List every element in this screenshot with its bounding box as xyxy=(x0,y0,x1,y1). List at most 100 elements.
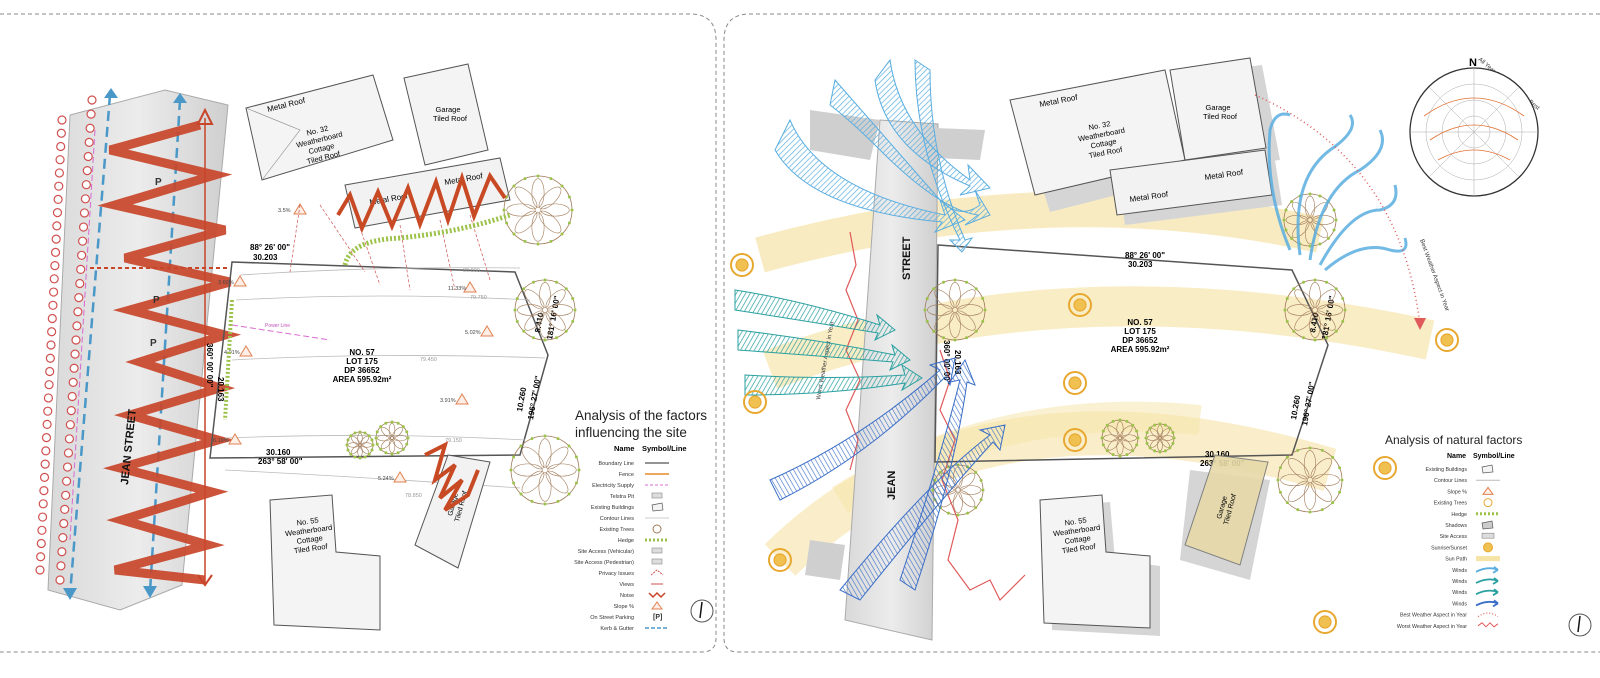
noise-circle xyxy=(69,363,79,373)
kerb-gutter-line-east xyxy=(148,99,182,593)
lot-number: NO. 57 xyxy=(349,348,375,357)
bearing-lower-right-angle: 196° 27' 00" xyxy=(526,375,543,421)
noise-circle xyxy=(57,115,67,125)
slope-triangle xyxy=(228,433,242,445)
sun-path-band-1 xyxy=(755,191,1324,273)
building-no32: Metal Roof No. 32 Weatherboard Cottage T… xyxy=(245,74,394,181)
contour-line-4 xyxy=(224,435,526,441)
right-street-bottom: JEAN xyxy=(886,471,898,500)
lot-lot: LOT 175 xyxy=(346,357,378,366)
slope-triangle xyxy=(480,325,494,337)
right-legend-item: Sun Path xyxy=(1445,557,1467,563)
noise-circle xyxy=(78,222,89,232)
kerb-arrow-top-e xyxy=(173,93,187,103)
noise-circle xyxy=(47,313,57,324)
legend-symbol xyxy=(1481,464,1494,474)
right-bearing-left-length: 20.163 xyxy=(953,350,962,375)
sun-icon-core xyxy=(1068,376,1082,390)
noise-circle xyxy=(53,194,63,205)
noise-circle xyxy=(87,95,97,105)
noise-circle xyxy=(37,525,47,535)
left-legend-col-name: Name xyxy=(614,444,634,453)
lot-boundary xyxy=(209,261,549,459)
wind-blue-3 xyxy=(774,118,966,234)
lot-area: AREA 595.92m² xyxy=(333,375,392,384)
contour-label-5: 78.850 xyxy=(405,493,422,499)
noise-circle xyxy=(59,518,69,529)
left-site-plan: Power Line P P P JEAN STREET 80.000 79.7… xyxy=(35,63,714,631)
north-compass-left xyxy=(690,599,714,623)
sun-icon xyxy=(1063,371,1087,395)
right-legend-item: Existing Trees xyxy=(1434,501,1468,507)
right-building-no55: No. 55 Weatherboard Cottage Tiled Roof xyxy=(1039,494,1160,636)
noise-circle xyxy=(80,194,91,204)
noise-circle xyxy=(68,377,78,387)
noise-circle xyxy=(54,181,64,191)
noise-circle xyxy=(60,504,70,515)
bearing-bottom-angle: 263° 58' 00" xyxy=(258,457,303,466)
legend-symbol xyxy=(1483,498,1493,508)
left-legend-item: Existing Trees xyxy=(599,527,634,533)
parking-label-3: P xyxy=(150,338,157,349)
sun-icon-core xyxy=(735,258,749,272)
noise-circle xyxy=(37,512,48,522)
right-legend-item: Winds xyxy=(1452,579,1467,585)
left-legend-item: Fence xyxy=(619,472,634,478)
bearing-lower-right-length: 10.260 xyxy=(515,386,528,412)
wind-blue-2 xyxy=(874,58,991,196)
noise-circle xyxy=(39,472,50,482)
right-lot-dp: DP 36652 xyxy=(1122,336,1158,345)
legend-symbol xyxy=(1482,486,1494,495)
contour-line-2 xyxy=(235,295,531,301)
kerb-arrow-bot-w xyxy=(63,588,77,600)
right-garage-north-1: Garage xyxy=(1205,103,1230,112)
noise-circle xyxy=(58,533,68,543)
slope-triangle xyxy=(239,345,253,357)
power-line-label: Power Line xyxy=(265,323,290,329)
noise-circle xyxy=(84,137,94,147)
legend-symbol xyxy=(1475,599,1499,608)
noise-circle xyxy=(57,547,67,557)
noise-circle xyxy=(47,327,57,337)
privacy-zigzag-south xyxy=(424,441,480,512)
tree xyxy=(1276,446,1344,514)
left-legend-item: On Street Parking xyxy=(590,615,634,621)
compass-north-label: N xyxy=(1469,57,1477,69)
left-legend-item: Site Access (Pedestrian) xyxy=(574,560,634,566)
sun-icon xyxy=(768,548,792,572)
noise-circle xyxy=(77,236,88,246)
bearing-bottom-length: 30.160 xyxy=(266,448,291,457)
right-bearing-lower-right-length: 10.260 xyxy=(1289,394,1302,420)
garage-north-line1: Garage xyxy=(435,105,460,114)
noise-circle xyxy=(56,128,66,138)
contour-label-4: 79.150 xyxy=(445,438,462,444)
noise-circle xyxy=(38,499,48,509)
noise-circle xyxy=(36,538,46,549)
no55-line3: Cottage xyxy=(296,533,323,546)
right-legend-item: Contour Lines xyxy=(1434,478,1467,484)
bearing-right-length: 8.410 xyxy=(533,312,545,334)
left-legend-item: Existing Buildings xyxy=(591,505,634,511)
wind-teal-2 xyxy=(737,329,911,372)
right-bearing-top-length: 30.203 xyxy=(1128,260,1153,269)
noise-circle xyxy=(61,490,71,500)
contour-line-3 xyxy=(231,355,546,361)
noise-circle xyxy=(71,335,81,345)
left-legend-item: Electricity Supply xyxy=(592,483,634,489)
tree xyxy=(1283,278,1347,342)
noise-circle xyxy=(43,393,54,403)
tree xyxy=(502,174,574,246)
noise-circle xyxy=(66,405,76,416)
kerb-gutter-line-west xyxy=(68,94,112,596)
legend-symbol xyxy=(1481,520,1494,530)
right-legend-item: Slope % xyxy=(1447,489,1467,495)
legend-symbol xyxy=(1483,542,1493,553)
legend-symbol xyxy=(1477,622,1499,628)
noise-circle xyxy=(52,221,62,231)
sun-icon xyxy=(1373,456,1397,480)
right-road-shadow-2 xyxy=(935,128,985,160)
slope-triangle xyxy=(393,471,407,483)
legend-symbol xyxy=(651,547,663,554)
bearing-top-length: 30.203 xyxy=(253,253,278,262)
